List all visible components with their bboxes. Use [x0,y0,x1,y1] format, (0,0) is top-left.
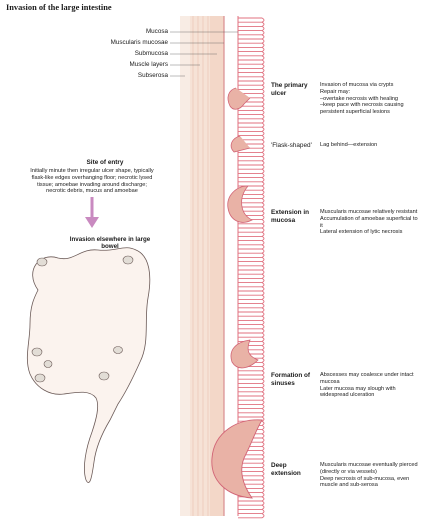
extension-ulcer [228,186,252,222]
stage-desc-flask-shaped: Lag behind—extension [320,142,420,149]
layer-label-muscle-layers: Muscle layers [106,61,168,68]
stage-title-flask-shaped: 'Flask-shaped' [271,142,312,150]
layer-label-submucosa: Submucosa [106,50,168,57]
invasion-elsewhere-label: Invasion elsewhere in large bowel [62,236,158,251]
stage-line: Repair may: [320,89,420,96]
site-of-entry-title: Site of entry [55,159,155,166]
stage-line: Lag behind—extension [320,142,420,149]
stage-line: –keep pace with necrosis causing persist… [320,102,420,116]
stage-line: Muscularis mucosae relatively resistant [320,209,420,216]
stage-line: Deep necrosis of sub-mucosa, even muscle… [320,476,420,490]
stage-line: Invasion of mucosa via crypts [320,82,420,89]
stage-title-primary-ulcer: The primary ulcer [271,82,315,97]
layer-label-muscularis-mucosae: Muscularis mucosae [106,39,168,46]
stage-desc-deep-extension: Muscularis mucosae eventually pierced (d… [320,462,420,489]
stage-line: –overtake necrosis with healing [320,96,420,103]
page-title: Invasion of the large intestine [6,3,112,12]
layer-label-mucosa: Mucosa [106,28,168,35]
layer-label-subserosa: Subserosa [106,72,168,79]
stage-title-deep-extension: Deep extension [271,462,315,477]
subserosa-layer [180,16,190,516]
stage-desc-formation-of-sinuses: Abscesses may coalesce under intact muco… [320,372,420,399]
stage-title-extension-in-mucosa: Extension in mucosa [271,209,315,224]
stage-title-formation-of-sinuses: Formation of sinuses [271,372,315,387]
stage-desc-primary-ulcer: Invasion of mucosa via crypts Repair may… [320,82,420,116]
stage-line: Muscularis mucosae eventually pierced (d… [320,462,420,476]
stage-desc-extension-in-mucosa: Muscularis mucosae relatively resistant … [320,209,420,236]
stage-line: Lateral extension of lytic necrosis [320,229,420,236]
stage-line: Later mucosa may slough with widespread … [320,386,420,400]
stage-line: Accumulation of amoebae superficial to i… [320,216,420,230]
stage-line: Abscesses may coalesce under intact muco… [320,372,420,386]
down-arrow-head [85,217,99,228]
site-of-entry-description: Initially minute then irregular ulcer sh… [30,168,154,195]
